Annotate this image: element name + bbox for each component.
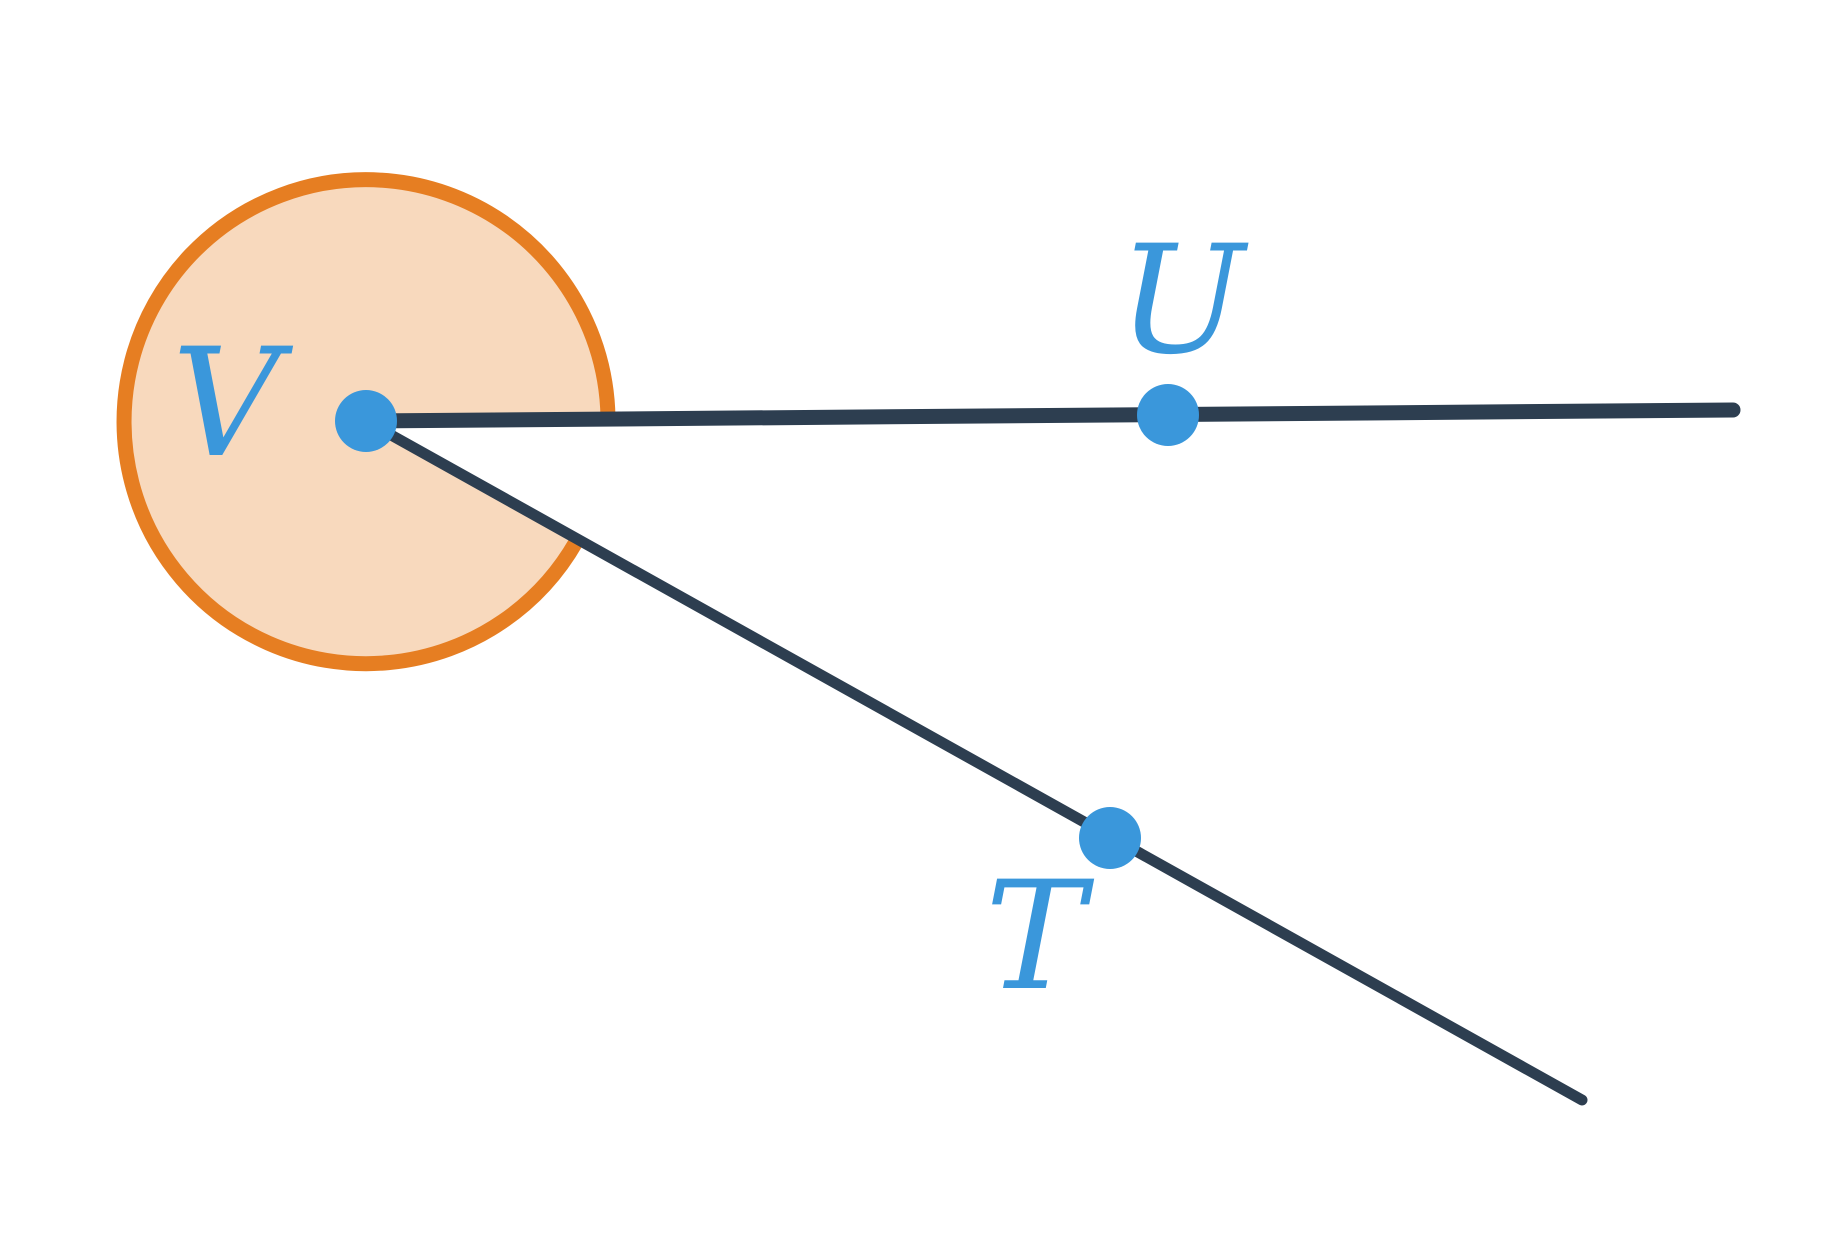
label-V: V — [172, 317, 294, 491]
angle-arc-V — [116, 172, 616, 672]
ray-VU — [358, 402, 1741, 429]
ray-VT — [360, 415, 1588, 1106]
point-T[interactable] — [1079, 807, 1141, 869]
point-U[interactable] — [1137, 384, 1199, 446]
label-T: T — [985, 850, 1095, 1024]
label-U: U — [1118, 214, 1249, 388]
point-V[interactable] — [335, 390, 397, 452]
